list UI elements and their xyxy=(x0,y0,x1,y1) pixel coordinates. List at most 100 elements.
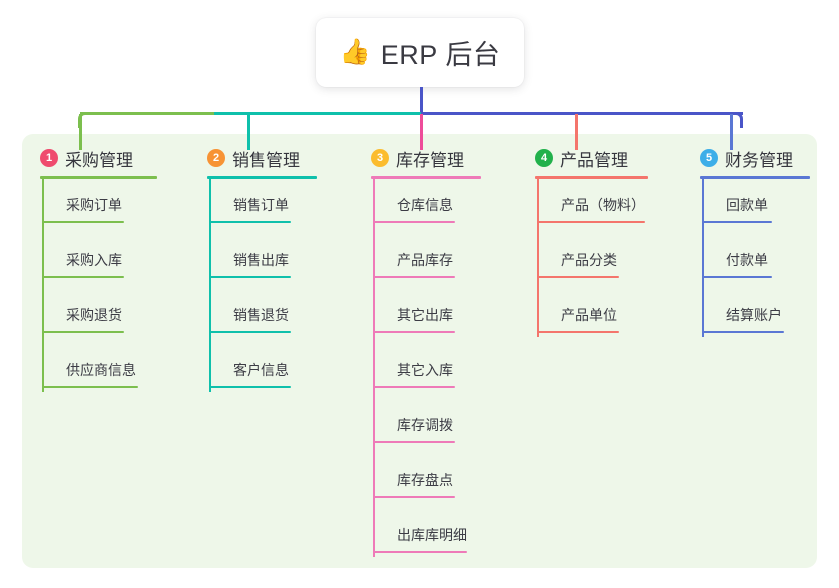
leaf-item[interactable]: 销售订单 xyxy=(209,197,319,223)
leaf-underline xyxy=(537,221,645,223)
leaf-tick xyxy=(42,276,56,278)
column-rail-1 xyxy=(42,179,44,392)
column-4: 4 产品管理产品（物料） 产品分类产品单位 xyxy=(535,146,648,362)
leaf-underline xyxy=(42,276,124,278)
column-header-1[interactable]: 1 采购管理 xyxy=(40,146,157,170)
leaf-label: 库存盘点 xyxy=(397,472,453,488)
leaf-underline xyxy=(537,276,619,278)
leaf-list-3: 仓库信息产品库存其它出库其它入库库存调拨库存盘点出库库明细 xyxy=(371,179,481,582)
leaf-label: 供应商信息 xyxy=(66,362,136,378)
leaf-list-5: 回款单付款单结算账户 xyxy=(700,179,810,362)
leaf-item[interactable]: 销售退货 xyxy=(209,307,319,333)
leaf-label: 销售退货 xyxy=(233,307,289,323)
leaf-underline xyxy=(537,331,619,333)
leaf-tick xyxy=(373,221,387,223)
leaf-tick xyxy=(373,386,387,388)
leaf-label: 销售订单 xyxy=(233,197,289,213)
leaf-underline xyxy=(702,331,784,333)
leaf-label: 采购退货 xyxy=(66,307,122,323)
leaf-tick xyxy=(373,331,387,333)
leaf-label: 其它入库 xyxy=(397,362,453,378)
leaf-label: 采购入库 xyxy=(66,252,122,268)
leaf-item[interactable]: 库存调拨 xyxy=(373,417,483,443)
leaf-item[interactable]: 产品单位 xyxy=(537,307,650,333)
column-title-2: 销售管理 xyxy=(232,150,300,170)
leaf-label: 产品单位 xyxy=(561,307,617,323)
root-node-title: ERP 后台 xyxy=(380,40,501,70)
drop-connector-3 xyxy=(420,114,423,150)
bus-cap-right xyxy=(729,112,743,128)
leaf-underline xyxy=(42,221,124,223)
column-rail-3 xyxy=(373,179,375,557)
leaf-list-4: 产品（物料） 产品分类产品单位 xyxy=(535,179,648,362)
drop-connector-4 xyxy=(575,114,578,150)
root-node-card[interactable]: 👍 ERP 后台 xyxy=(316,18,524,87)
leaf-tick xyxy=(373,276,387,278)
column-title-5: 财务管理 xyxy=(725,150,793,170)
drop-connector-2 xyxy=(247,114,250,150)
leaf-item[interactable]: 客户信息 xyxy=(209,362,319,388)
leaf-label: 产品分类 xyxy=(561,252,617,268)
leaf-underline xyxy=(209,276,291,278)
leaf-item[interactable]: 采购退货 xyxy=(42,307,159,333)
leaf-item[interactable]: 产品库存 xyxy=(373,252,483,278)
column-underline-2 xyxy=(207,176,317,179)
leaf-item[interactable]: 供应商信息 xyxy=(42,362,159,388)
column-5: 5 财务管理回款单付款单结算账户 xyxy=(700,146,810,362)
bus-segment-middle xyxy=(214,112,421,115)
leaf-item[interactable]: 付款单 xyxy=(702,252,812,278)
leaf-tick xyxy=(537,276,551,278)
leaf-item[interactable]: 产品分类 xyxy=(537,252,650,278)
leaf-underline xyxy=(42,386,138,388)
leaf-label: 回款单 xyxy=(726,197,768,213)
column-1: 1 采购管理采购订单采购入库采购退货供应商信息 xyxy=(40,146,157,417)
leaf-tick xyxy=(42,221,56,223)
leaf-item[interactable]: 采购入库 xyxy=(42,252,159,278)
column-underline-4 xyxy=(535,176,648,179)
leaf-tick xyxy=(209,221,223,223)
leaf-item[interactable]: 库存盘点 xyxy=(373,472,483,498)
leaf-tick xyxy=(537,331,551,333)
bus-segment-left xyxy=(80,112,214,115)
column-badge-1: 1 xyxy=(40,149,58,167)
leaf-tick xyxy=(702,331,716,333)
leaf-item[interactable]: 回款单 xyxy=(702,197,812,223)
leaf-item[interactable]: 出库库明细 xyxy=(373,527,483,553)
drop-connector-1 xyxy=(79,114,82,150)
column-title-1: 采购管理 xyxy=(65,150,133,170)
column-badge-5: 5 xyxy=(700,149,718,167)
leaf-tick xyxy=(373,441,387,443)
leaf-underline xyxy=(373,551,467,553)
leaf-list-1: 采购订单采购入库采购退货供应商信息 xyxy=(40,179,157,417)
leaf-underline xyxy=(42,331,124,333)
leaf-item[interactable]: 销售出库 xyxy=(209,252,319,278)
column-rail-5 xyxy=(702,179,704,337)
leaf-underline xyxy=(373,386,455,388)
leaf-tick xyxy=(373,551,387,553)
leaf-item[interactable]: 其它入库 xyxy=(373,362,483,388)
column-header-4[interactable]: 4 产品管理 xyxy=(535,146,648,170)
column-header-5[interactable]: 5 财务管理 xyxy=(700,146,810,170)
leaf-item[interactable]: 产品（物料） xyxy=(537,197,650,223)
leaf-underline xyxy=(209,331,291,333)
column-title-4: 产品管理 xyxy=(560,150,628,170)
leaf-item[interactable]: 结算账户 xyxy=(702,307,812,333)
leaf-underline xyxy=(702,221,772,223)
leaf-item[interactable]: 仓库信息 xyxy=(373,197,483,223)
leaf-tick xyxy=(42,386,56,388)
column-underline-1 xyxy=(40,176,157,179)
leaf-item[interactable]: 采购订单 xyxy=(42,197,159,223)
leaf-tick xyxy=(209,276,223,278)
leaf-underline xyxy=(209,221,291,223)
column-underline-3 xyxy=(371,176,481,179)
column-badge-4: 4 xyxy=(535,149,553,167)
leaf-label: 销售出库 xyxy=(233,252,289,268)
leaf-underline xyxy=(373,331,455,333)
leaf-label: 客户信息 xyxy=(233,362,289,378)
leaf-item[interactable]: 其它出库 xyxy=(373,307,483,333)
column-rail-2 xyxy=(209,179,211,392)
